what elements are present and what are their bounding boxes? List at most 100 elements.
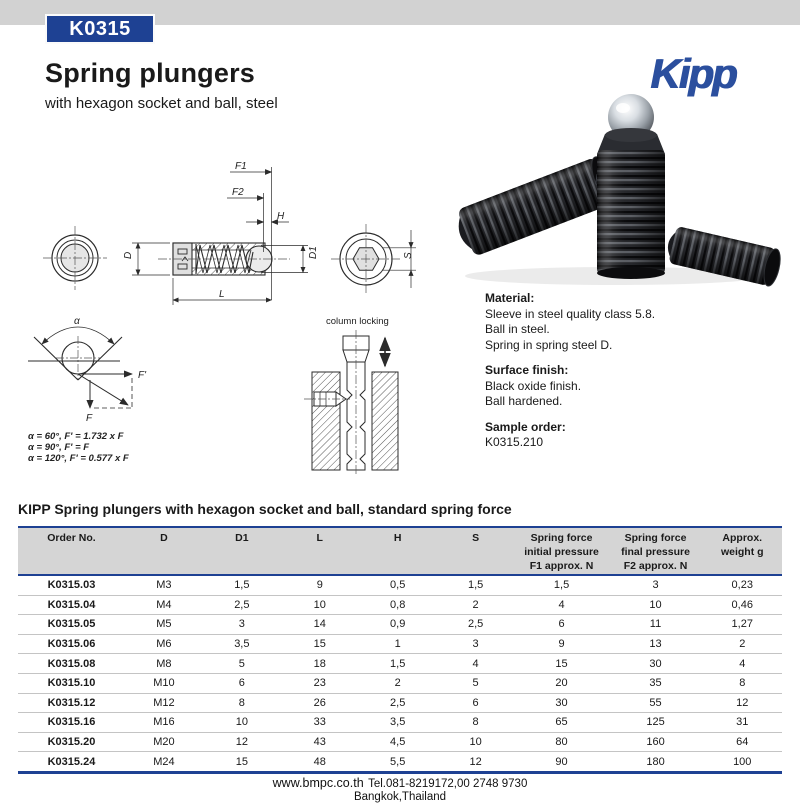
table-cell: 13: [608, 634, 703, 655]
table-cell: 0,5: [358, 575, 437, 596]
table-cell: K0315.04: [18, 595, 125, 616]
table-cell: K0315.05: [18, 614, 125, 635]
table-cell: K0315.10: [18, 673, 125, 694]
product-code: K0315: [69, 17, 131, 40]
table-cell: 11: [608, 614, 703, 635]
column-header: D: [124, 526, 203, 576]
formula-120: α = 120°, F' = 0.577 x F: [28, 453, 129, 464]
column-header: Approx.weight g: [702, 526, 782, 576]
table-cell: 6: [202, 673, 281, 694]
force-angle-diagram: [28, 326, 133, 409]
table-cell: 1,5: [358, 653, 437, 674]
table-cell: 31: [702, 712, 782, 733]
force-label-f: F: [86, 413, 93, 424]
table-cell: 35: [608, 673, 703, 694]
table-cell: 8: [702, 673, 782, 694]
table-cell: 15: [235, 755, 248, 768]
table-cell: K0315.24: [47, 755, 96, 768]
table-cell: 8: [202, 693, 281, 714]
dim-label-d: D: [123, 252, 134, 259]
table-cell: 4: [702, 653, 782, 674]
dim-label-l: L: [219, 289, 225, 300]
table-cell: K0315.16: [18, 712, 125, 733]
table-cell: K0315.12: [18, 693, 125, 714]
table-cell: 3,5: [358, 712, 437, 733]
sample-order-value: K0315.210: [485, 435, 544, 449]
footer-city: Bangkok,Thailand: [353, 791, 447, 803]
table-cell: 2: [436, 595, 515, 616]
surface-finish-line: Ball hardened.: [485, 394, 563, 408]
footer: www.bmpc.co.th Tel.081-8219172,00 2748 9…: [0, 776, 800, 804]
front-view-drawing: [43, 226, 107, 290]
table-cell: 125: [608, 712, 703, 733]
table-cell: 20: [514, 673, 609, 694]
table-cell: K0315.06: [18, 634, 125, 655]
table-cell: M5: [124, 614, 203, 635]
table-cell: 2,5: [436, 614, 515, 635]
table-cell: 12: [469, 755, 482, 768]
table-cell: 9: [514, 634, 609, 655]
table-cell: 30: [514, 693, 609, 714]
product-photo-illustration: [458, 94, 781, 287]
table-cell: 26: [280, 693, 359, 714]
table-cell: 3: [202, 614, 281, 635]
formula-60: α = 60°, F' = 1.732 x F: [28, 431, 124, 442]
table-cell: 1,5: [436, 575, 515, 596]
table-cell: 48: [313, 755, 326, 768]
plunger-lying-right: [667, 227, 781, 287]
footer-phone: Tel.081-8219172,00 2748 9730: [368, 778, 528, 790]
table-cell: 4,5: [358, 732, 437, 753]
table-cell: M8: [124, 653, 203, 674]
table-cell: 2: [702, 634, 782, 655]
table-cell: M24: [153, 755, 175, 768]
surface-finish-heading: Surface finish:: [485, 363, 569, 377]
table-cell: M6: [124, 634, 203, 655]
kipp-logo-text: Kipp: [650, 50, 737, 97]
dim-label-s: S: [403, 252, 414, 259]
table-cell: 10: [608, 595, 703, 616]
formula-90: α = 90°, F' = F: [28, 442, 89, 453]
table-cell: 1,5: [514, 575, 609, 596]
dim-label-f2: F2: [232, 187, 244, 198]
dim-label-d1: D1: [308, 246, 319, 259]
product-code-badge: K0315: [45, 14, 155, 44]
table-cell: 1,27: [702, 614, 782, 635]
table-cell: 2,5: [358, 693, 437, 714]
table-cell: 15: [514, 653, 609, 674]
column-header: S: [436, 526, 515, 576]
table-cell: 1,5: [202, 575, 281, 596]
table-cell: K0315.20: [18, 732, 125, 753]
table-cell: 10: [202, 712, 281, 733]
table-cell: 100: [733, 755, 752, 768]
table-cell: 43: [280, 732, 359, 753]
page-subtitle: with hexagon socket and ball, steel: [45, 95, 278, 112]
kipp-logo: Kipp: [650, 50, 780, 112]
table-cell: M12: [124, 693, 203, 714]
table-cell: 8: [436, 712, 515, 733]
sample-order-heading: Sample order:: [485, 419, 566, 434]
technical-drawing: F1 F2 H D L D1 S: [28, 161, 416, 476]
hex-socket-view-drawing: [331, 224, 416, 294]
table-cell: 0,46: [702, 595, 782, 616]
column-locking-diagram: [304, 330, 399, 476]
table-cell: 15: [280, 634, 359, 655]
table-cell: K0315.03: [18, 575, 125, 596]
table-cell: K0315.08: [18, 653, 125, 674]
table-cell: 10: [436, 732, 515, 753]
material-line: Sleeve in steel quality class 5.8.: [485, 306, 656, 321]
table-cell: M3: [124, 575, 203, 596]
table-cell: 14: [280, 614, 359, 635]
material-info-block: Material: Sleeve in steel quality class …: [485, 291, 785, 451]
angle-label-alpha: α: [74, 316, 80, 327]
dim-label-h: H: [277, 211, 285, 222]
